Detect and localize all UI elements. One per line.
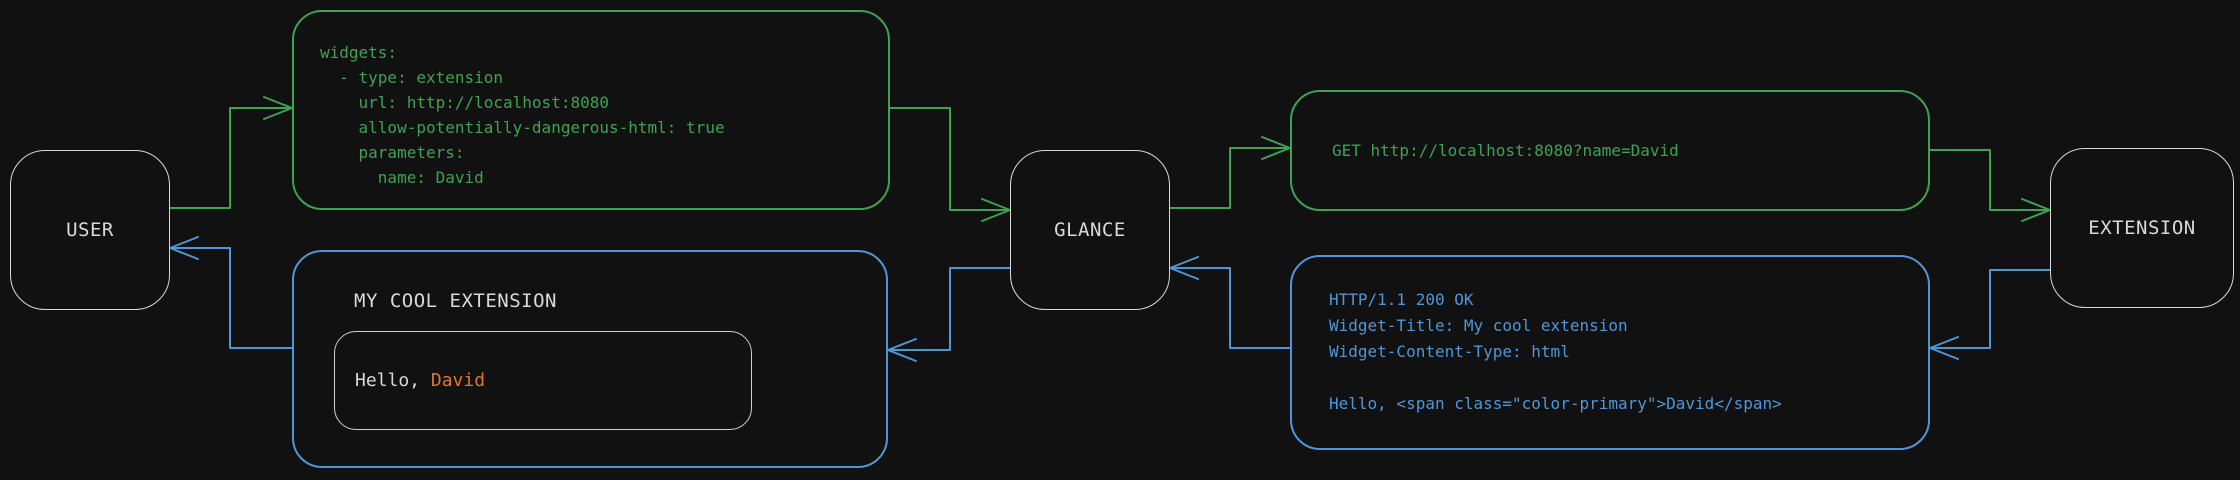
http-request-box: GET http://localhost:8080?name=David bbox=[1290, 90, 1930, 211]
rendered-widget-content: Hello, David bbox=[334, 331, 752, 430]
greeting-prefix: Hello, bbox=[355, 370, 431, 391]
arrow-glance-to-rendered bbox=[887, 267, 1011, 362]
greeting-name: David bbox=[430, 370, 486, 391]
arrow-glance-to-request bbox=[1169, 136, 1291, 209]
arrow-user-to-config bbox=[169, 96, 293, 209]
config-yaml-code: widgets: - type: extension url: http://l… bbox=[320, 43, 725, 187]
arrow-response-to-glance bbox=[1169, 256, 1291, 349]
http-response-box: HTTP/1.1 200 OK Widget-Title: My cool ex… bbox=[1290, 255, 1930, 450]
arrow-config-to-glance bbox=[889, 107, 1011, 222]
node-user-label: USER bbox=[66, 219, 114, 241]
config-yaml-box: widgets: - type: extension url: http://l… bbox=[292, 10, 890, 210]
rendered-widget-box: MY COOL EXTENSION Hello, David bbox=[292, 250, 888, 468]
arrow-request-to-extension bbox=[1929, 149, 2051, 222]
http-response-code: HTTP/1.1 200 OK Widget-Title: My cool ex… bbox=[1329, 290, 1782, 413]
node-glance-label: GLANCE bbox=[1054, 219, 1126, 241]
node-extension-label: EXTENSION bbox=[2088, 217, 2196, 239]
node-glance: GLANCE bbox=[1010, 150, 1170, 310]
http-request-text: GET http://localhost:8080?name=David bbox=[1332, 141, 1679, 160]
node-user: USER bbox=[10, 150, 170, 310]
arrow-rendered-to-user bbox=[169, 236, 293, 349]
rendered-widget-title: MY COOL EXTENSION bbox=[354, 290, 557, 312]
arrow-extension-to-response bbox=[1929, 269, 2051, 360]
node-extension: EXTENSION bbox=[2050, 148, 2234, 308]
